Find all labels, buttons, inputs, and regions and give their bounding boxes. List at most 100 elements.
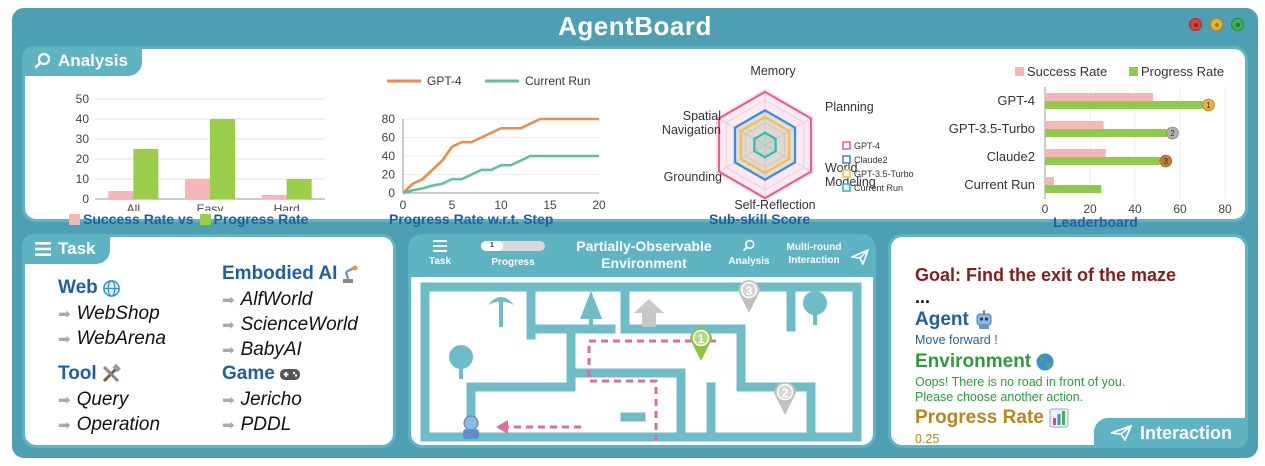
medal-rank: 3	[1164, 157, 1169, 166]
task-category-web[interactable]: Web	[58, 277, 121, 299]
tree-trunk	[589, 319, 593, 325]
pine-tree-icon	[580, 291, 602, 319]
y-tick-label: 10	[76, 172, 90, 186]
task-item-label: Operation	[76, 414, 161, 435]
radar-axis-label: Self-Reflection	[734, 198, 815, 212]
x-tick-label: Easy	[197, 202, 224, 211]
task-item-label: PDDL	[240, 414, 292, 435]
toolbar-analysis-button[interactable]: Analysis	[725, 239, 773, 267]
y-tick-label: 0	[82, 192, 89, 206]
success-rate-swatch	[69, 213, 80, 225]
globe-icon	[102, 279, 120, 297]
bar	[185, 179, 210, 199]
x-tick-label: 10	[494, 198, 508, 211]
palm-leaves-icon	[488, 297, 514, 305]
environment-heading-label: Environment	[915, 351, 1032, 372]
env-title-line1: Partially-Observable	[576, 238, 712, 254]
env-message-line1: Oops! There is no road in front of you.	[915, 375, 1126, 389]
pin-number: 3	[746, 284, 753, 298]
radar-chart-caption: Sub-skill Score	[709, 211, 811, 227]
medal-rank: 2	[1170, 129, 1175, 138]
task-item-webarena[interactable]: ➡WebArena	[58, 328, 166, 350]
task-category-embodied[interactable]: Embodied AI	[222, 263, 359, 285]
robot-arm-icon	[343, 265, 358, 283]
environment-heading: Environment	[915, 351, 1055, 373]
y-tick-label: 40	[76, 112, 90, 126]
search-icon	[34, 52, 51, 69]
env-title-line2: Environment	[601, 255, 687, 271]
bar-caption-part2: Progress Rate	[213, 211, 309, 227]
environment-toolbar: Task 1 Progress Partially-Observable Env…	[411, 237, 873, 277]
agent-heading: Agent	[915, 309, 994, 331]
legend-label: GPT-4	[427, 74, 462, 88]
radar-axis-label: Grounding	[664, 170, 722, 184]
arrow-icon: ➡	[222, 317, 235, 334]
x-tick-label: 20	[592, 198, 605, 211]
task-item-label: ScienceWorld	[240, 314, 358, 335]
legend-label: Current Run	[525, 74, 590, 88]
task-item-babyai[interactable]: ➡BabyAI	[222, 339, 302, 361]
task-item-query[interactable]: ➡Query	[58, 389, 128, 411]
category-label: GPT-4	[997, 93, 1035, 108]
tool-title: Tool	[58, 363, 97, 384]
task-category-game[interactable]: Game	[222, 363, 301, 385]
embodied-title: Embodied AI	[222, 263, 338, 284]
game-title: Game	[222, 363, 275, 384]
x-tick-label: 20	[1083, 202, 1097, 215]
bar	[108, 191, 134, 199]
bar	[1045, 149, 1106, 157]
bar-chart-caption: Success Rate vs Progress Rate	[69, 211, 308, 227]
task-category-tool[interactable]: Tool	[58, 363, 121, 385]
toolbar-multiround-button[interactable]: Multi-round Interaction	[779, 241, 849, 267]
agent-message: Move forward !	[915, 333, 998, 347]
progress-rate-heading: Progress Rate	[915, 407, 1069, 429]
bar	[1045, 157, 1160, 165]
arrow-icon: ➡	[222, 392, 235, 409]
task-item-pddl[interactable]: ➡PDDL	[222, 414, 291, 436]
toolbar-task-button[interactable]: Task	[423, 239, 457, 267]
paper-plane-icon	[851, 249, 869, 265]
agent-heading-label: Agent	[915, 309, 969, 330]
y-tick-label: 80	[382, 112, 396, 126]
task-item-alfworld[interactable]: ➡AlfWorld	[222, 289, 312, 311]
arrow-icon: ➡	[222, 292, 235, 309]
radar-series	[753, 131, 777, 159]
bar	[261, 195, 287, 199]
toolbar-progress: 1 Progress	[477, 241, 549, 268]
task-item-label: WebArena	[76, 328, 167, 349]
x-tick-label: 0	[400, 198, 407, 211]
task-item-webshop[interactable]: ➡WebShop	[58, 303, 160, 325]
task-item-scienceworld[interactable]: ➡ ScienceWorld	[222, 314, 358, 336]
legend-swatch	[842, 141, 851, 150]
interaction-tab[interactable]: Interaction	[1093, 418, 1248, 448]
env-message-line2: Please choose another action.	[915, 390, 1084, 404]
task-panel: Task Web ➡WebShop ➡WebArena Tool ➡Query …	[22, 234, 396, 448]
close-button[interactable]	[1189, 18, 1202, 31]
medal-icon	[1166, 126, 1179, 140]
task-item-jericho[interactable]: ➡Jericho	[222, 389, 302, 411]
interaction-tab-label: Interaction	[1139, 422, 1232, 443]
analysis-tab[interactable]: Analysis	[22, 46, 142, 76]
progress-rate-value: 0.25	[915, 432, 940, 446]
agent-robot-body	[463, 429, 479, 439]
maximize-button[interactable]	[1231, 18, 1244, 31]
task-tab[interactable]: Task	[22, 234, 110, 264]
window-controls	[1189, 18, 1244, 31]
menu-icon	[433, 240, 447, 252]
arrow-icon: ➡	[58, 392, 71, 409]
progress-fill: 1	[481, 241, 503, 251]
x-tick-label: 0	[1042, 202, 1049, 215]
pin-ring	[692, 329, 710, 347]
title-bar: AgentBoard	[12, 8, 1258, 44]
x-tick-label: 80	[1218, 202, 1232, 215]
minimize-button[interactable]	[1210, 18, 1223, 31]
bar	[1045, 93, 1153, 101]
radar-axis-label: Planning	[825, 100, 874, 114]
up-arrow-icon	[634, 299, 664, 327]
task-item-operation[interactable]: ➡Operation	[58, 414, 160, 436]
y-tick-label: 0	[388, 186, 395, 200]
maze-view: 123	[420, 280, 862, 442]
bar	[210, 119, 235, 199]
